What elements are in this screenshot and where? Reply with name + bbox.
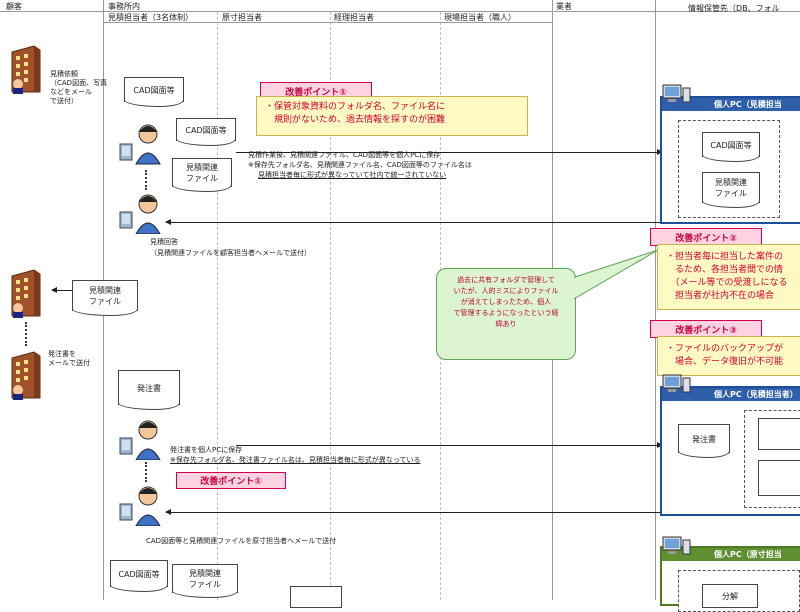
column-divider (330, 12, 331, 600)
improvement-point-box: ・ファイルのバックアップが 場合、データ復旧が不可能 (657, 336, 800, 376)
computer-icon (662, 84, 691, 103)
header-divider (0, 11, 800, 12)
worker-pc-icon (119, 124, 161, 165)
customer-header: 顧客 (6, 2, 22, 11)
cad-drawing-doc: CAD図面等 (702, 132, 760, 162)
history-callout: 過去に共有フォルダで管理して いたが、人的ミスによりファイル が消えてしまったた… (436, 268, 576, 360)
storage-title: 個人PC（見積担当 (662, 98, 800, 111)
flow-arrow (51, 287, 72, 293)
improvement-point-label: 改善ポイント① (176, 472, 286, 489)
send-description: CAD図面等と見積関連ファイルを原寸担当者へメールで送付 (146, 537, 337, 545)
estimate-file-doc: 見積関連 ファイル (172, 564, 238, 598)
management-column-header: 経理担当者 (334, 13, 374, 22)
worker-pc-icon (119, 194, 161, 234)
flow-arrow (236, 442, 663, 448)
cad-drawing-doc: CAD図面等 (124, 77, 184, 107)
cad-drawing-doc: CAD図面等 (176, 118, 236, 146)
storage-header: 情報保管先（DB、フォル (688, 4, 780, 13)
flow-arrow (165, 219, 662, 225)
cad-drawing-doc: CAD図面等 (110, 560, 168, 592)
site-column-header: 現場担当者（職人） (444, 13, 516, 22)
save-description: 見積作業後、見積関連ファイル、CAD図面等を個人PCに保存 (248, 151, 441, 159)
personal-pc-storage: 個人PC（見積担当 CAD図面等 見積関連 ファイル (660, 96, 800, 224)
drawing-column-header: 原寸担当者 (222, 13, 262, 22)
document-stack (758, 460, 800, 496)
flow-arrow (236, 149, 663, 155)
save-description: 発注書を個人PCに保存 (170, 446, 243, 454)
reply-text: 見積回答 (150, 238, 178, 246)
header-divider (103, 22, 552, 23)
vendor-header: 業者 (556, 2, 572, 11)
save-note: 見積担当者毎に形式が異なっていて社内で統一されていない (258, 171, 447, 179)
save-note: ※保存先フォルダ名、見積関連ファイル名、CAD図面等のファイル名は (248, 161, 472, 169)
document-stack (758, 418, 800, 450)
storage-title: 個人PC（見積担当者） (662, 388, 800, 401)
save-note: ※保存先フォルダ名、発注書ファイル名は、見積担当者毎に形式が異なっている (170, 456, 421, 464)
computer-icon (662, 374, 691, 393)
estimate-file-doc: 見積関連 ファイル (72, 280, 138, 316)
worker-pc-icon (119, 486, 161, 526)
flow-dots (25, 322, 27, 346)
bunkai-doc: 分解 (702, 584, 758, 608)
reply-detail-text: （見積関連ファイルを顧客担当者へメールで送付） (150, 249, 311, 257)
flow-arrow (165, 509, 662, 515)
storage-title: 個人PC（原寸担当 (662, 548, 800, 561)
improvement-point-box: ・担当者毎に担当した案件の るため、各担当者間での情 （メール等での受渡しになる… (657, 244, 800, 310)
customer-building-icon (11, 269, 41, 318)
order-doc: 発注書 (678, 424, 730, 458)
column-divider (217, 12, 218, 600)
computer-icon (662, 536, 691, 555)
office-header: 事務所内 (108, 2, 140, 11)
customer-building-icon (11, 351, 41, 400)
estimate-column-header: 見積担当者（3名体制） (108, 13, 194, 22)
personal-pc-storage: 個人PC（見積担当者） 発注書 (660, 386, 800, 516)
worker-pc-icon (119, 420, 161, 460)
callout-pointer (570, 249, 659, 302)
estimate-request-text: 見積依頼 （CAD図面、写真 などをメール で送付） (50, 70, 108, 105)
estimate-file-doc: 見積関連 ファイル (172, 158, 232, 192)
customer-building-icon (11, 45, 41, 94)
improvement-point-box: ・保管対象資料のフォルダ名、ファイル名に 規則がないため、過去情報を探すのが困難 (256, 96, 528, 136)
order-doc: 発注書 (118, 370, 180, 410)
order-mail-text: 発注書を メールで送付 (48, 350, 90, 367)
column-border (655, 0, 656, 600)
estimate-file-doc: 見積関連 ファイル (702, 172, 760, 208)
flow-dots (145, 462, 147, 482)
flow-dots (145, 170, 147, 190)
document-stack (290, 586, 342, 608)
